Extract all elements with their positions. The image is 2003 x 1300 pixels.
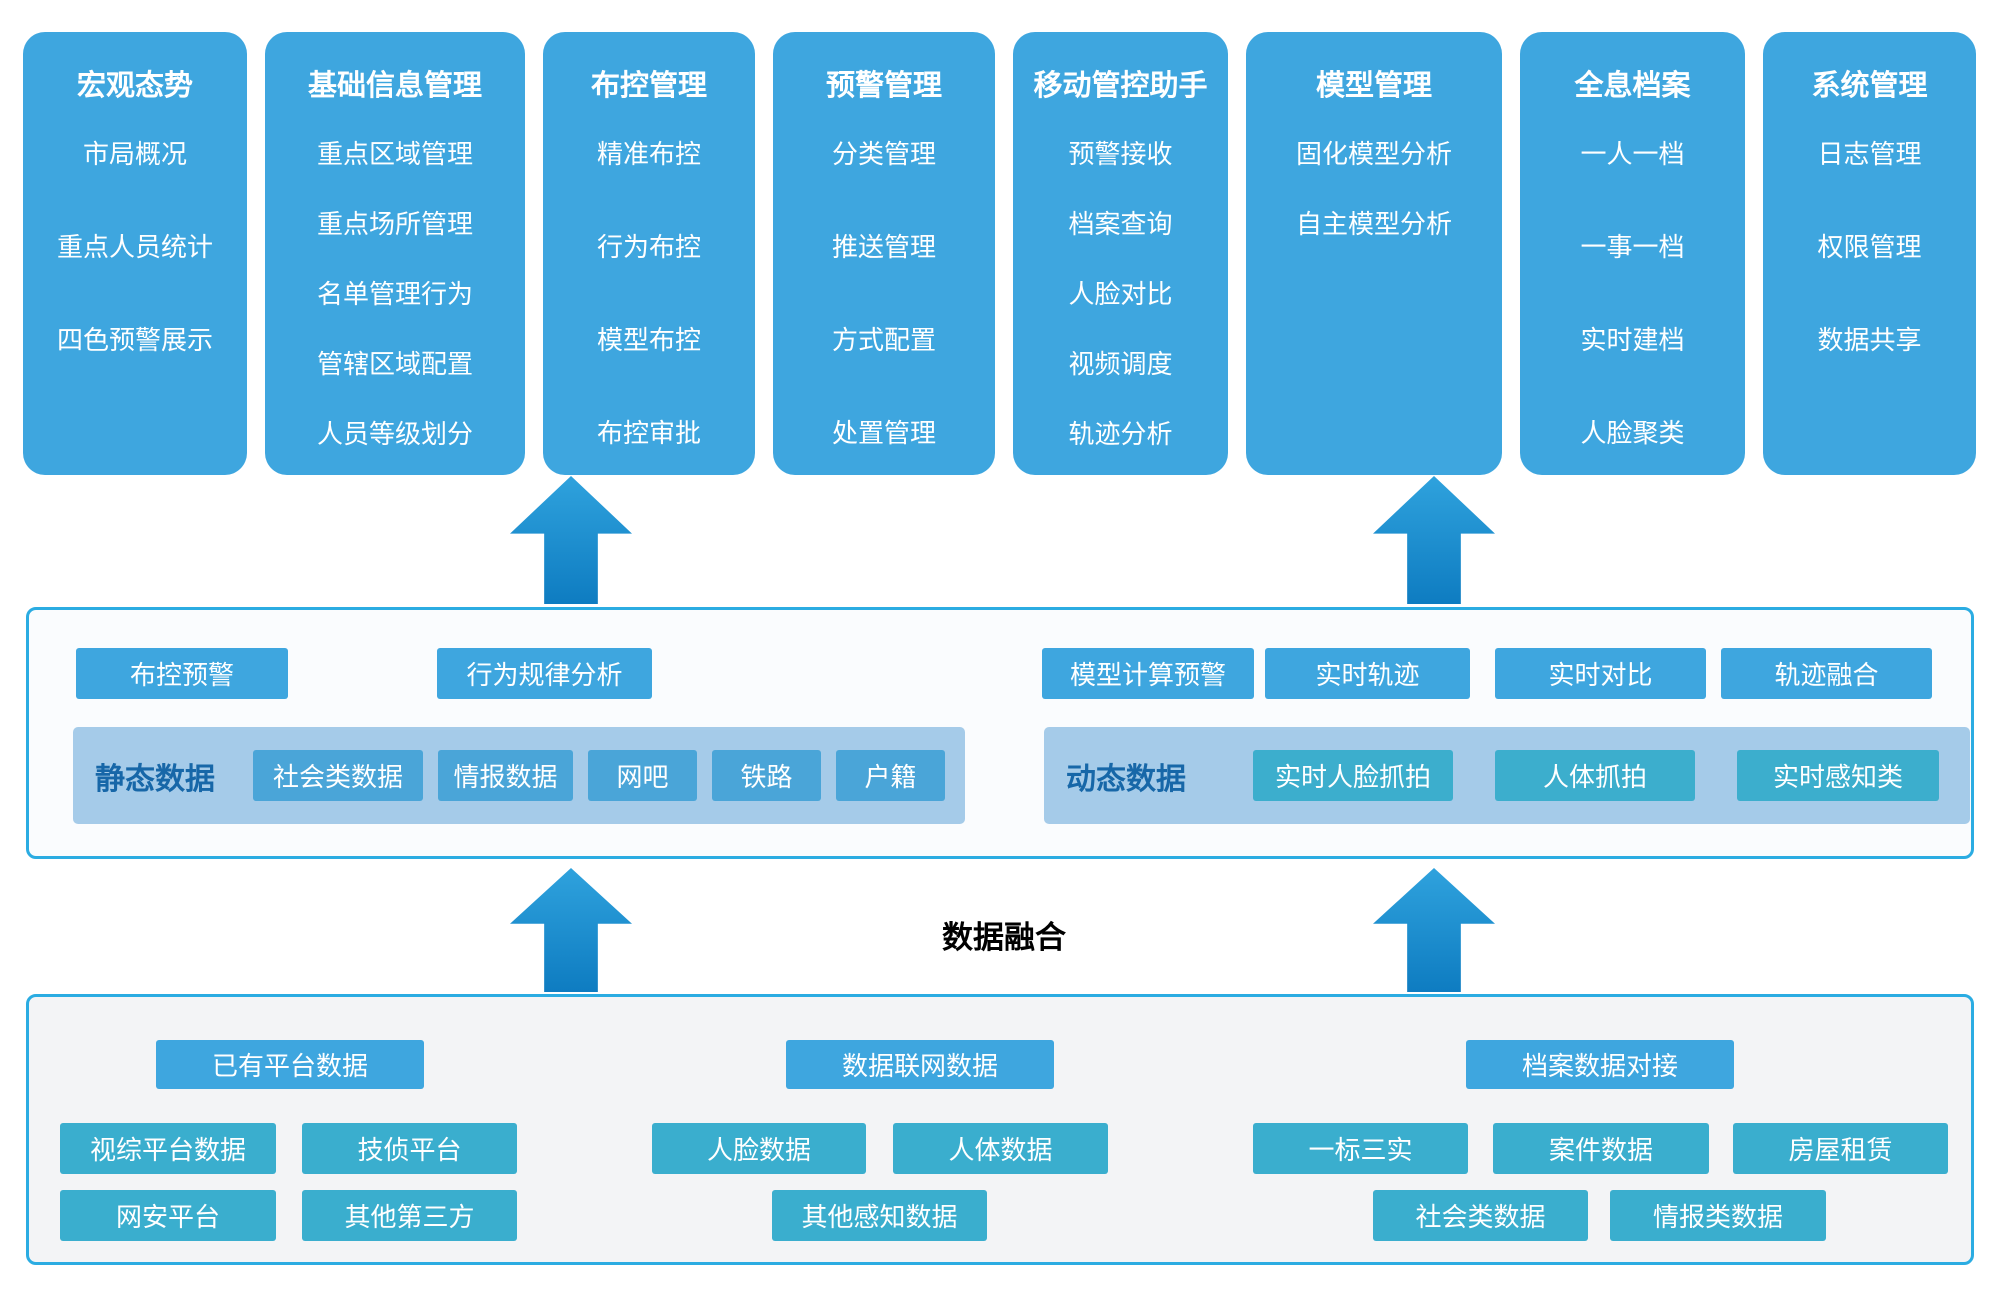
module-title: 基础信息管理: [307, 68, 482, 102]
module-item: 日志管理: [1817, 140, 1922, 170]
module-item: 方式配置: [831, 326, 936, 356]
chip-realtime-compare: 实时对比: [1495, 648, 1706, 699]
module-title: 预警管理: [825, 68, 942, 102]
module-surveillance-control: 布控管理 精准布控 行为布控 模型布控 布控审批: [543, 32, 755, 475]
module-title: 移动管控助手: [1033, 68, 1208, 102]
module-item: 预警接收: [1068, 140, 1173, 170]
module-item: 行为布控: [596, 233, 701, 263]
module-item: 分类管理: [831, 140, 936, 170]
data-source-chip: 其他第三方: [302, 1190, 517, 1241]
dynamic-data-item: 实时人脸抓拍: [1253, 750, 1453, 801]
data-source-chip: 房屋租赁: [1733, 1123, 1948, 1174]
module-items: 市局概况 重点人员统计 四色预警展示: [23, 138, 247, 358]
data-source-chip: 网安平台: [60, 1190, 276, 1241]
static-data-item: 铁路: [712, 750, 821, 801]
module-warning-management: 预警管理 分类管理 推送管理 方式配置 处置管理: [773, 32, 995, 475]
chip-behavior-pattern-analysis: 行为规律分析: [437, 648, 652, 699]
module-item: 档案查询: [1068, 210, 1173, 240]
module-item: 推送管理: [831, 233, 936, 263]
module-item: 视频调度: [1068, 350, 1173, 380]
dynamic-data-item: 人体抓拍: [1495, 750, 1695, 801]
static-data-item: 网吧: [588, 750, 697, 801]
data-source-chip: 情报类数据: [1610, 1190, 1826, 1241]
module-item: 人脸聚类: [1580, 419, 1685, 449]
module-item: 精准布控: [596, 140, 701, 170]
data-sources-panel: 已有平台数据 数据联网数据 档案数据对接 视综平台数据 技侦平台 人脸数据 人体…: [26, 994, 1974, 1265]
group-header-archive-data-docking: 档案数据对接: [1466, 1040, 1734, 1089]
group-header-existing-platform-data: 已有平台数据: [156, 1040, 424, 1089]
module-item: 实时建档: [1580, 326, 1685, 356]
data-source-chip: 技侦平台: [302, 1123, 517, 1174]
chip-control-warning: 布控预警: [76, 648, 288, 699]
module-item: 人脸对比: [1068, 280, 1173, 310]
group-header-networked-data: 数据联网数据: [786, 1040, 1054, 1089]
static-data-item: 户籍: [836, 750, 945, 801]
module-items: 日志管理 权限管理 数据共享: [1763, 138, 1976, 358]
up-arrow-icon: [510, 476, 632, 604]
module-items: 精准布控 行为布控 模型布控 布控审批: [543, 138, 755, 451]
data-source-chip: 人脸数据: [652, 1123, 866, 1174]
module-system-management: 系统管理 日志管理 权限管理 数据共享: [1763, 32, 1976, 475]
module-macro-situation: 宏观态势 市局概况 重点人员统计 四色预警展示: [23, 32, 247, 475]
module-item: 轨迹分析: [1068, 420, 1173, 450]
module-title: 全息档案: [1574, 68, 1691, 102]
data-source-chip: 一标三实: [1253, 1123, 1468, 1174]
chip-trajectory-fusion: 轨迹融合: [1721, 648, 1932, 699]
module-items: 固化模型分析 自主模型分析: [1246, 138, 1502, 242]
static-data-group: 静态数据 社会类数据 情报数据 网吧 铁路 户籍: [73, 727, 965, 824]
module-item: 名单管理行为: [316, 280, 473, 310]
module-mobile-control-assistant: 移动管控助手 预警接收 档案查询 人脸对比 视频调度 轨迹分析: [1013, 32, 1228, 475]
dynamic-data-group: 动态数据 实时人脸抓拍 人体抓拍 实时感知类: [1044, 727, 1970, 824]
module-item: 人员等级划分: [316, 420, 473, 450]
module-item: 权限管理: [1817, 233, 1922, 263]
module-item: 市局概况: [82, 140, 187, 170]
module-items: 预警接收 档案查询 人脸对比 视频调度 轨迹分析: [1013, 138, 1228, 452]
data-source-chip: 其他感知数据: [772, 1190, 987, 1241]
module-title: 宏观态势: [76, 68, 193, 102]
data-source-chip: 人体数据: [893, 1123, 1108, 1174]
module-item: 布控审批: [596, 419, 701, 449]
module-title: 模型管理: [1315, 68, 1432, 102]
static-data-item: 情报数据: [438, 750, 573, 801]
data-source-chip: 案件数据: [1493, 1123, 1709, 1174]
module-item: 重点区域管理: [316, 140, 473, 170]
module-item: 重点场所管理: [316, 210, 473, 240]
up-arrow-icon: [1373, 868, 1495, 992]
static-data-items: 社会类数据 情报数据 网吧 铁路 户籍: [253, 750, 945, 801]
analysis-layer-panel: 布控预警 行为规律分析 模型计算预警 实时轨迹 实时对比 轨迹融合 静态数据 社…: [26, 607, 1974, 859]
static-data-label: 静态数据: [95, 761, 215, 797]
module-item: 管辖区域配置: [316, 350, 473, 380]
chip-realtime-trajectory: 实时轨迹: [1265, 648, 1470, 699]
module-items: 一人一档 一事一档 实时建档 人脸聚类: [1520, 138, 1745, 451]
module-item: 重点人员统计: [56, 233, 213, 263]
module-item: 自主模型分析: [1295, 210, 1452, 240]
data-fusion-label: 数据融合: [942, 920, 1066, 956]
application-modules-band: 宏观态势 市局概况 重点人员统计 四色预警展示 基础信息管理 重点区域管理 重点…: [23, 32, 1980, 475]
module-item: 四色预警展示: [56, 326, 213, 356]
module-item: 模型布控: [596, 326, 701, 356]
module-items: 分类管理 推送管理 方式配置 处置管理: [773, 138, 995, 451]
data-source-chip: 社会类数据: [1373, 1190, 1588, 1241]
chip-model-computed-warning: 模型计算预警: [1042, 648, 1254, 699]
static-data-item: 社会类数据: [253, 750, 423, 801]
module-basic-info-management: 基础信息管理 重点区域管理 重点场所管理 名单管理行为 管辖区域配置 人员等级划…: [265, 32, 525, 475]
module-model-management: 模型管理 固化模型分析 自主模型分析: [1246, 32, 1502, 475]
module-items: 重点区域管理 重点场所管理 名单管理行为 管辖区域配置 人员等级划分: [265, 138, 525, 452]
dynamic-data-items: 实时人脸抓拍 人体抓拍 实时感知类: [1253, 750, 1939, 801]
dynamic-data-label: 动态数据: [1066, 761, 1186, 797]
module-item: 数据共享: [1817, 326, 1922, 356]
module-item: 一人一档: [1580, 140, 1685, 170]
up-arrow-icon: [510, 868, 632, 992]
up-arrow-icon: [1373, 476, 1495, 604]
module-holographic-archive: 全息档案 一人一档 一事一档 实时建档 人脸聚类: [1520, 32, 1745, 475]
module-item: 一事一档: [1580, 233, 1685, 263]
data-source-chip: 视综平台数据: [60, 1123, 276, 1174]
module-title: 系统管理: [1811, 68, 1928, 102]
dynamic-data-item: 实时感知类: [1737, 750, 1939, 801]
module-title: 布控管理: [590, 68, 707, 102]
module-item: 处置管理: [831, 419, 936, 449]
module-item: 固化模型分析: [1295, 140, 1452, 170]
